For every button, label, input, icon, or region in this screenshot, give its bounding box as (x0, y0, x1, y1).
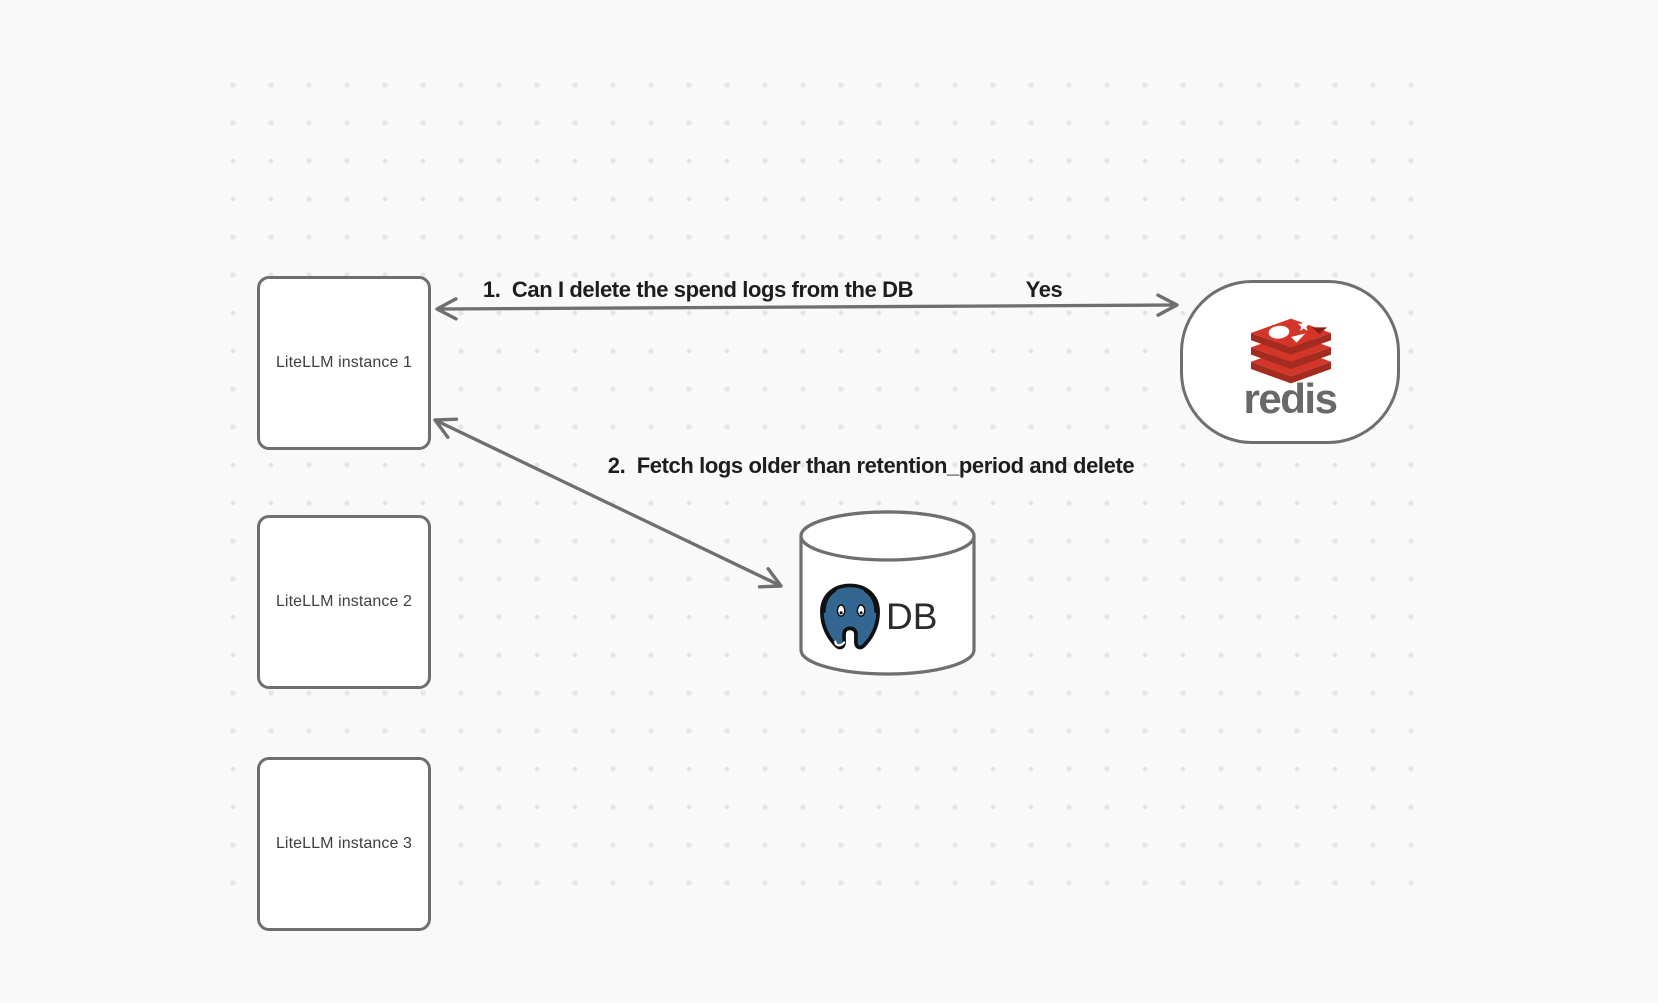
redis-logo-icon (1251, 318, 1331, 384)
edge2-label: 2. Fetch logs older than retention_perio… (607, 453, 1135, 478)
node-label: LiteLLM instance 1 (275, 354, 413, 371)
node-litellm-instance-2: LiteLLM instance 2 (257, 515, 431, 689)
redis-wordmark: redis (1243, 375, 1338, 422)
edge1-label: 1. Can I delete the spend logs from the … (482, 277, 914, 302)
node-litellm-instance-1: LiteLLM instance 1 (257, 276, 431, 450)
node-label: LiteLLM instance 3 (275, 835, 413, 852)
node-litellm-instance-3: LiteLLM instance 3 (257, 757, 431, 931)
postgresql-logo-icon (820, 583, 880, 650)
node-redis: redis (1180, 280, 1400, 444)
edge1-response-label: Yes (1025, 277, 1063, 302)
db-label: DB (886, 596, 938, 637)
node-label: LiteLLM instance 2 (275, 593, 413, 610)
node-db: DB (798, 509, 977, 678)
